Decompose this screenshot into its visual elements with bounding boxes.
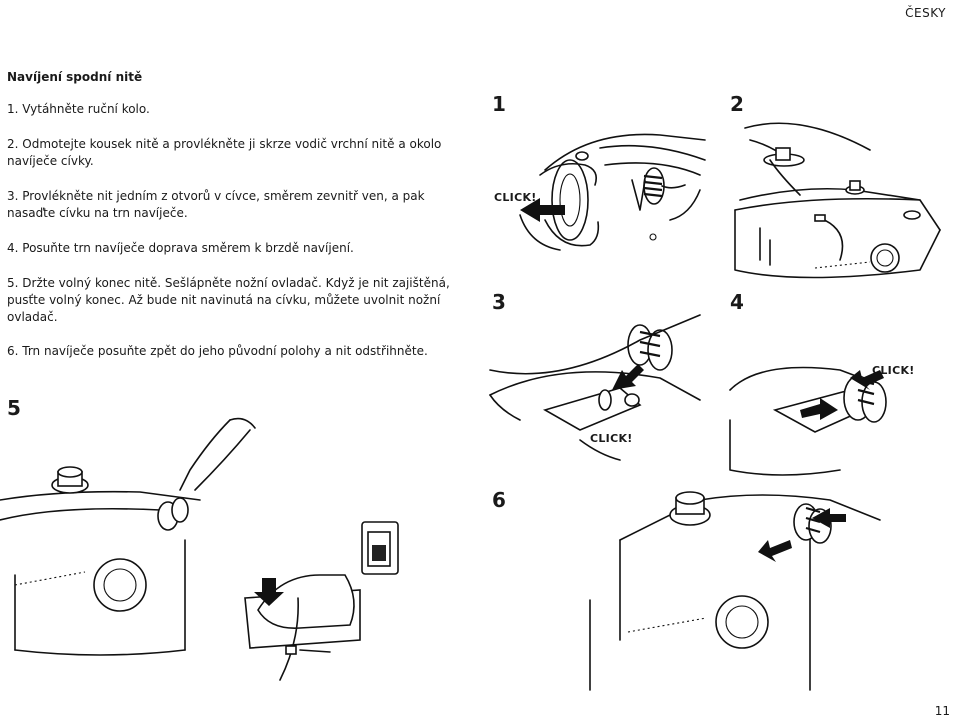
figure-1-handwheel-illustration [519,133,706,251]
figure-4-spindle-right-illustration [729,366,887,476]
step-6-text: 6. Trn navíječe posuňte zpět do jeho pův… [7,344,428,358]
figure-6-spindle-return-illustration [589,491,881,691]
figure-3-bobbin-spindle-illustration [489,314,701,461]
step-1-text: 1. Vytáhněte ruční kolo. [7,102,150,116]
figure-number-4: 4 [730,290,744,314]
figure-number-3: 3 [492,290,506,314]
step-5-text: 5. Držte volný konec nitě. Sešlápněte no… [7,276,450,324]
figure-2-thread-guide-illustration [734,122,941,279]
figure-number-2: 2 [730,92,744,116]
figure-number-1: 1 [492,92,506,116]
step-3-text: 3. Provlékněte nit jedním z otvorů v cív… [7,189,425,220]
step-2-text: 2. Odmotejte kousek nitě a provlékněte j… [7,137,442,168]
page-number: 11 [934,704,950,718]
figure-number-6: 6 [492,488,506,512]
step-4-text: 4. Posuňte trn navíječe doprava směrem k… [7,241,354,255]
language-label: ČESKY [905,6,946,20]
figure-5-foot-pedal-illustration [0,417,399,681]
click-label-figure-4: CLICK! [872,364,915,377]
section-title: Navíjení spodní nitě [7,70,143,84]
click-label-figure-3: CLICK! [590,432,633,445]
click-label-figure-1: CLICK! [494,191,537,204]
figure-number-5: 5 [7,396,21,420]
